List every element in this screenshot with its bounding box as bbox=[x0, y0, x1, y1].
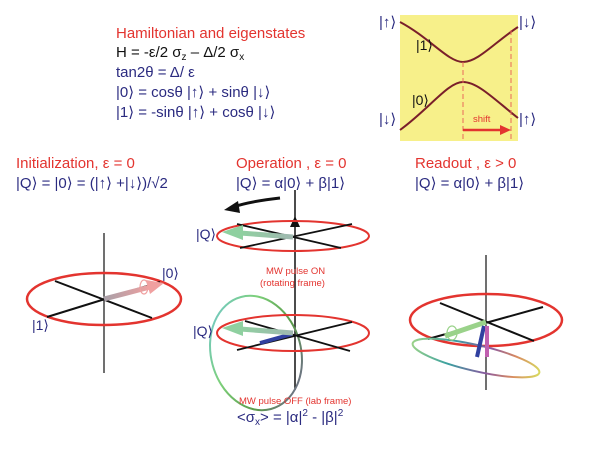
tan-equation: tan2θ = Δ/ ε bbox=[116, 64, 195, 81]
operation-rotating-frame-sphere bbox=[216, 190, 370, 390]
state-vector-arrow bbox=[444, 319, 487, 339]
expect-part: - |β| bbox=[307, 409, 338, 426]
label-down-right: |↓⟩ bbox=[519, 14, 537, 31]
precession-loop bbox=[209, 294, 303, 412]
init-label-0: |0⟩ bbox=[162, 265, 179, 281]
shift-label: shift bbox=[473, 114, 491, 125]
stage-title-operation: Operation , ε = 0 bbox=[236, 155, 347, 172]
operation-q-label-top: |Q⟩ bbox=[196, 226, 216, 242]
hamiltonian-title: Hamiltonian and eigenstates bbox=[116, 25, 306, 42]
rotation-arrow bbox=[232, 196, 281, 209]
state-vector-arrow bbox=[239, 230, 294, 240]
pulse-off-label: MW pulse OFF (lab frame) bbox=[239, 396, 352, 407]
operation-q-label-bottom: |Q⟩ bbox=[193, 323, 213, 339]
h-sub-x: x bbox=[239, 52, 245, 63]
stage-state-operation: |Q⟩ = α|0⟩ + β|1⟩ bbox=[236, 175, 346, 192]
h-sub-z: z bbox=[181, 52, 187, 63]
operation-lab-frame-sphere bbox=[209, 294, 370, 412]
expect-part: > = |α| bbox=[260, 409, 303, 426]
level1-label: |1⟩ bbox=[416, 37, 433, 53]
shift-arrowhead-icon bbox=[500, 125, 511, 135]
expectation-equation: <σx> = |α|2 - |β|2 bbox=[237, 409, 343, 428]
energy-level-diagram bbox=[399, 15, 519, 142]
label-down-left: |↓⟩ bbox=[379, 111, 397, 128]
stage-state-initialization: |Q⟩ = |0⟩ = (|↑⟩ +|↓⟩)/√2 bbox=[16, 175, 168, 192]
pulse-on-note: (rotating frame) bbox=[260, 278, 325, 289]
precession-loop bbox=[411, 337, 541, 379]
readout-bloch-sphere bbox=[408, 255, 564, 390]
rotation-arrowhead-icon bbox=[224, 201, 240, 213]
pulse-on-label: MW pulse ON bbox=[266, 266, 326, 277]
init-bloch-sphere bbox=[25, 233, 183, 373]
hamiltonian-equation: H = -ε/2 σz – Δ/2 σx bbox=[116, 45, 244, 63]
label-up-left: |↑⟩ bbox=[379, 14, 397, 31]
stage-state-readout: |Q⟩ = α|0⟩ + β|1⟩ bbox=[415, 175, 525, 192]
level0-label: |0⟩ bbox=[412, 92, 429, 108]
h-part: H = -ε/2 σ bbox=[116, 44, 182, 61]
expect-sub: x bbox=[255, 417, 261, 428]
label-up-right: |↑⟩ bbox=[519, 111, 537, 128]
expect-sup: 2 bbox=[302, 408, 308, 419]
state-vector-arrow bbox=[103, 284, 151, 302]
init-label-1: |1⟩ bbox=[32, 317, 49, 333]
state-vector-arrow bbox=[239, 326, 294, 336]
state0-equation: |0⟩ = cosθ |↑⟩ + sinθ |↓⟩ bbox=[116, 84, 271, 101]
h-part: – Δ/2 σ bbox=[186, 44, 240, 61]
expect-part: <σ bbox=[237, 409, 256, 426]
expect-sup: 2 bbox=[337, 408, 344, 419]
energy-diagram-background bbox=[400, 15, 518, 141]
stage-title-readout: Readout , ε > 0 bbox=[415, 155, 517, 172]
state1-equation: |1⟩ = -sinθ |↑⟩ + cosθ |↓⟩ bbox=[116, 104, 276, 121]
stage-title-initialization: Initialization, ε = 0 bbox=[16, 155, 135, 172]
